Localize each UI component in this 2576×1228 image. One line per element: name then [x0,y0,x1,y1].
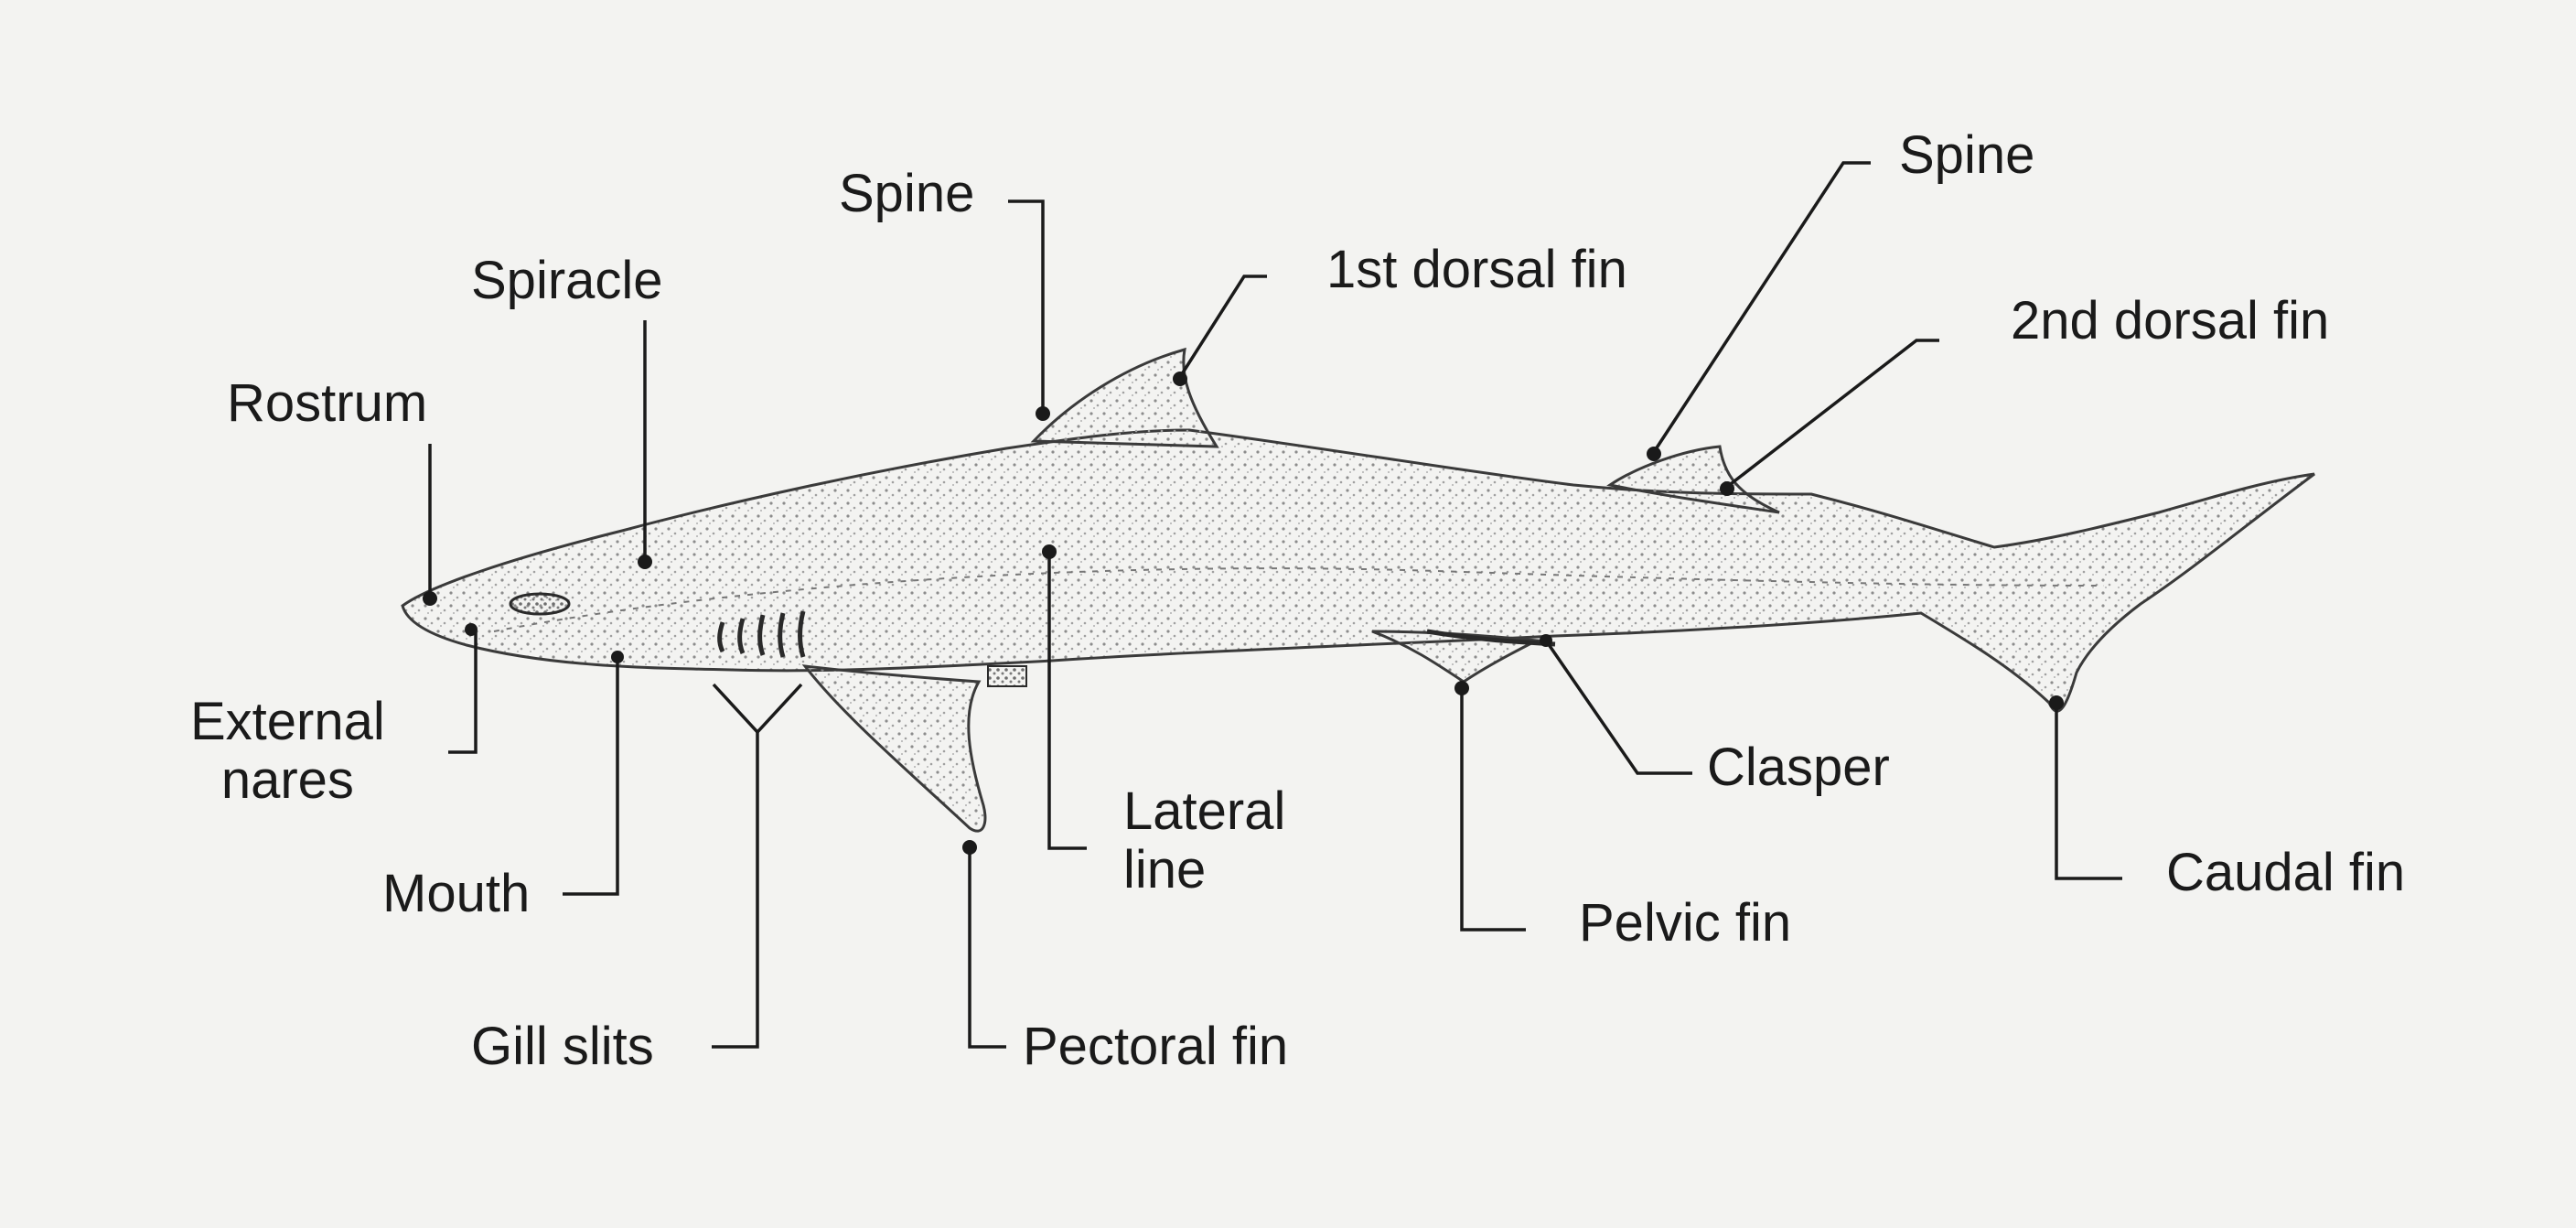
label-lateral-line-line2: line [1123,839,1207,899]
label-first-dorsal-fin: 1st dorsal fin [1326,240,1627,299]
label-gill-slits: Gill slits [471,1017,654,1076]
label-spine-front: Spine [839,164,975,223]
label-second-dorsal-fin: 2nd dorsal fin [2011,291,2330,350]
label-external-nares-line1: External [190,692,385,751]
label-spiracle: Spiracle [471,251,663,310]
pointer-dots [423,372,2064,855]
label-lateral-line: Lateral line [1123,782,1285,899]
label-spine-rear: Spine [1899,125,2035,185]
label-external-nares: External nares [190,693,385,810]
label-mouth: Mouth [382,864,531,923]
label-caudal-fin: Caudal fin [2166,843,2406,902]
label-lateral-line-line1: Lateral [1123,781,1286,841]
label-external-nares-line2: nares [220,749,354,810]
shark-body [401,347,2315,833]
label-clasper: Clasper [1707,738,1890,797]
label-rostrum: Rostrum [227,373,428,433]
label-pelvic-fin: Pelvic fin [1579,893,1792,953]
label-pectoral-fin: Pectoral fin [1023,1017,1289,1076]
